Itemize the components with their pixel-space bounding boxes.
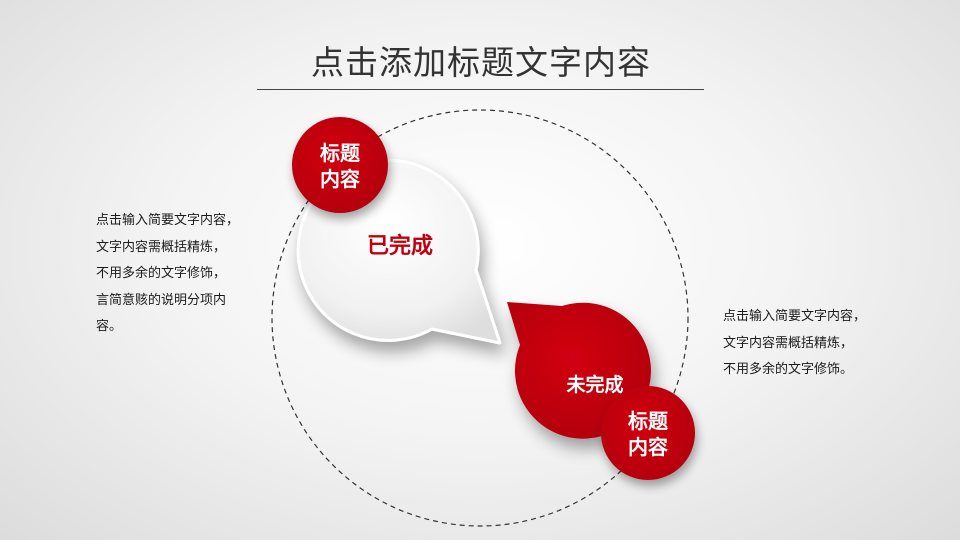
todo-badge[interactable]: 标题 内容 [600,408,696,460]
todo-badge-line2: 内容 [628,435,668,459]
done-label[interactable]: 已完成 [366,234,433,259]
title-underline [257,89,704,90]
text-line: 点击输入简要文字内容， [96,213,240,228]
text-line: 容。 [96,319,123,334]
text-line: 文字内容需概括精炼， [96,239,227,255]
text-line: 言简意赅的说明分项内 [96,292,227,308]
text-line: 不用多余的文字修饰。 [723,362,854,377]
done-badge-circle [292,117,388,213]
right-description[interactable]: 点击输入简要文字内容， 文字内容需概括精炼， 不用多余的文字修饰。 [723,304,903,384]
done-badge[interactable]: 标题 内容 [292,140,388,192]
todo-badge-line1: 标题 [628,409,668,433]
text-line: 文字内容需概括精炼， [723,335,854,351]
slide-title[interactable]: 点击添加标题文字内容 [311,43,651,82]
todo-badge-circle [601,386,695,480]
dashed-orbit-circle [271,109,689,527]
todo-label[interactable]: 未完成 [566,374,624,396]
done-badge-line2: 内容 [320,167,360,191]
done-badge-line1: 标题 [320,141,360,165]
text-line: 不用多余的文字修饰， [96,266,227,281]
left-description[interactable]: 点击输入简要文字内容， 文字内容需概括精炼， 不用多余的文字修饰， 言简意赅的说… [96,208,266,341]
text-line: 点击输入简要文字内容， [723,309,867,324]
